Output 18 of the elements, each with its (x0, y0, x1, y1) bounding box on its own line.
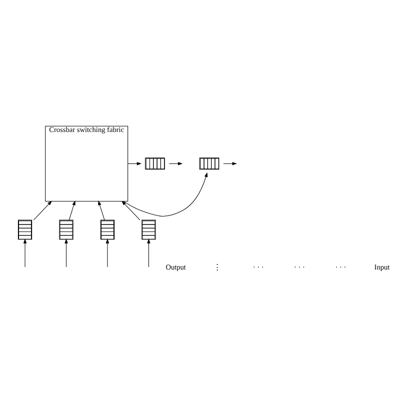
arrow (64, 238, 68, 268)
label: · · · (252, 262, 264, 272)
arrow (98, 200, 105, 220)
arrow (128, 162, 142, 166)
label: · · · (335, 262, 346, 272)
label: · · · (294, 262, 306, 272)
label: Output (166, 262, 186, 272)
arrow (147, 238, 150, 268)
label: ⋮ (214, 262, 221, 272)
arrow (123, 172, 208, 216)
arrow (23, 238, 27, 268)
arrow (106, 238, 110, 268)
arrow (33, 200, 52, 220)
node-box: Crossbar switching fabric (45, 126, 128, 202)
arrow (68, 200, 76, 220)
arrow (168, 162, 183, 166)
label: Input (374, 262, 390, 272)
arrow (122, 200, 140, 220)
